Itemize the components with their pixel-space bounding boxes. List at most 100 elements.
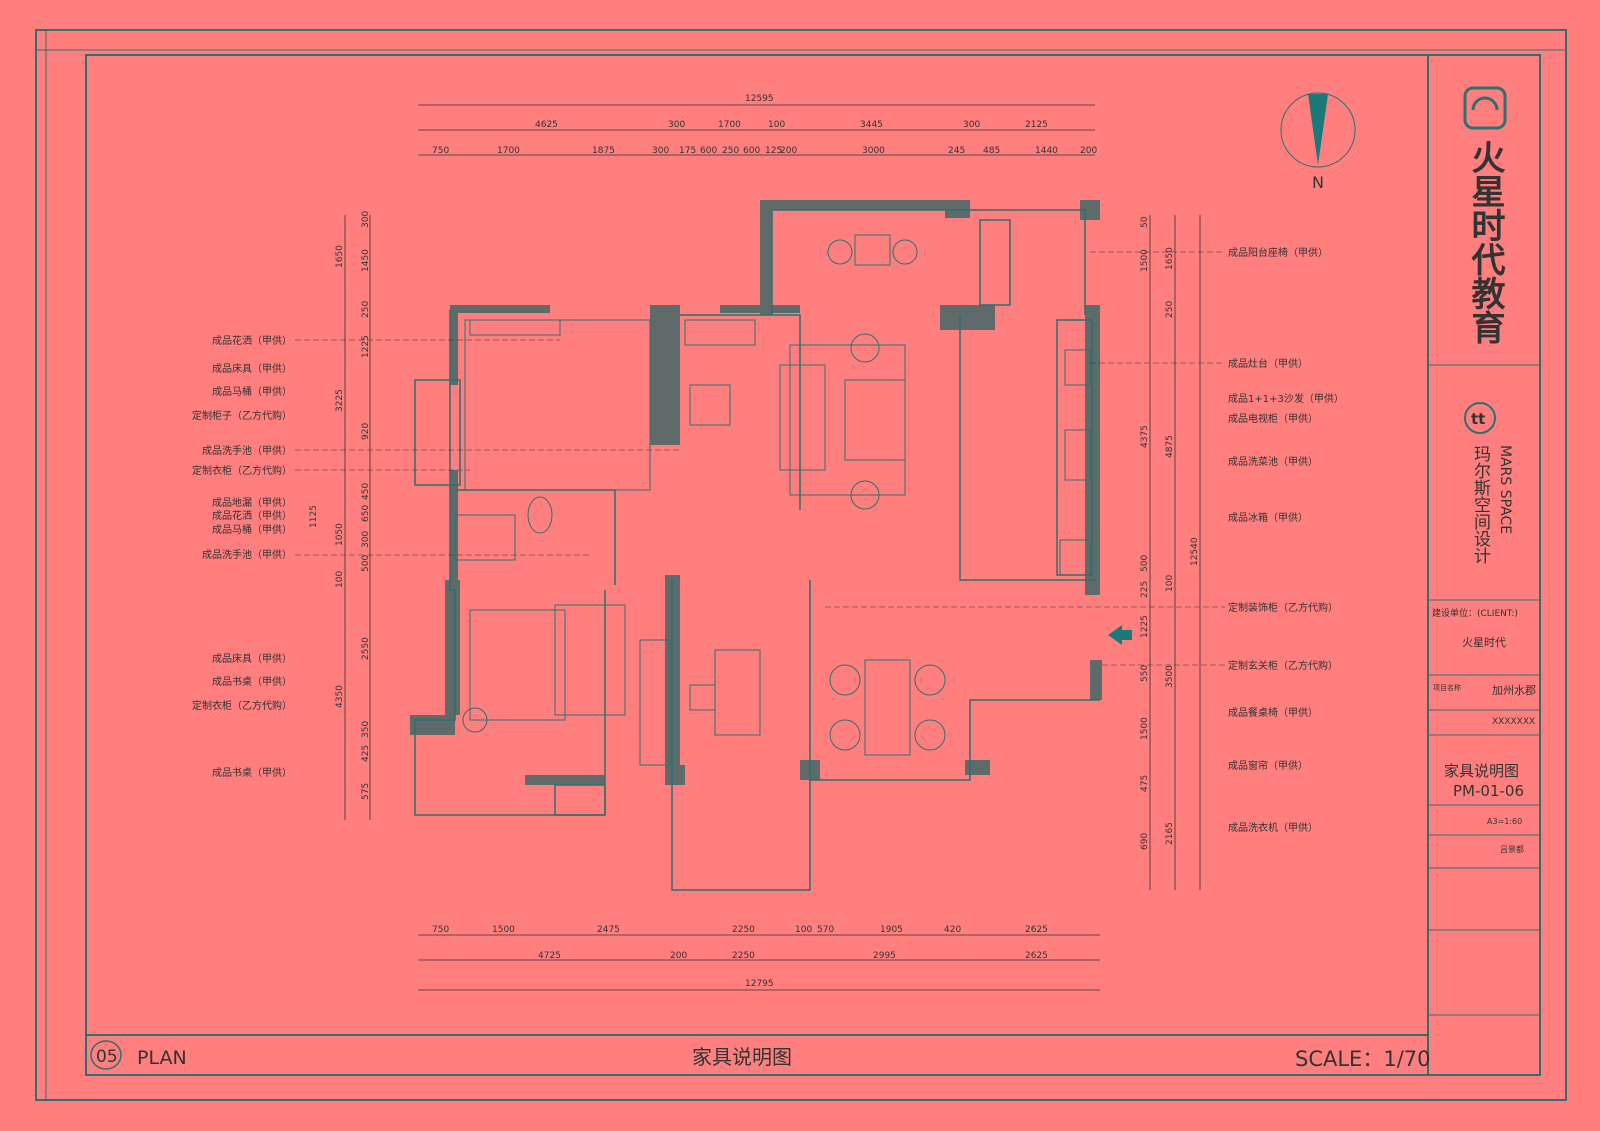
right-label: 成品窗帘（甲供） (1228, 759, 1308, 772)
right-dim: 1650 (1165, 247, 1175, 270)
scale-label: SCALE：1/70 (1295, 1047, 1431, 1071)
right-label: 定制装饰柜（乙方代购） (1228, 601, 1338, 614)
left-label: 成品床具（甲供） (212, 652, 292, 665)
left-dim: 1125 (309, 505, 319, 528)
right-label: 定制玄关柜（乙方代购） (1228, 659, 1338, 672)
drawing-name: 家具说明图 (1444, 762, 1519, 780)
bottom-dim-r1: 750 (432, 925, 449, 935)
north-label: N (1312, 173, 1324, 192)
left-dim: 1050 (335, 523, 345, 546)
right-dim: 3500 (1165, 665, 1175, 688)
company-logo-icon (1463, 86, 1507, 130)
left-dim: 2550 (361, 637, 371, 660)
subproject-value: XXXXXXX (1492, 717, 1535, 727)
right-dimensions: 50 1500 1650 250 4375 4875 500 225 1225 … (1140, 216, 1200, 850)
inner-border (85, 54, 1541, 1076)
top-dim-r2: 600 (700, 146, 717, 156)
left-dim: 100 (335, 571, 345, 588)
left-label: 成品书桌（甲供） (212, 766, 292, 779)
top-dim-r1: 4625 (535, 120, 558, 130)
right-dim: 690 (1140, 833, 1150, 850)
right-dim: 250 (1165, 301, 1175, 318)
footer-title: 家具说明图 (692, 1045, 792, 1069)
studio-name-en: MARS SPACE (1497, 445, 1513, 534)
walls (410, 200, 1102, 785)
right-dim: 4875 (1165, 435, 1175, 458)
bottom-dim-r1: 570 (817, 925, 834, 935)
left-label: 成品洗手池（甲供） (202, 444, 292, 457)
top-dim-r2: 1440 (1035, 146, 1058, 156)
right-dim: 2165 (1165, 822, 1175, 845)
north-arrow-icon (1280, 92, 1356, 168)
left-label: 成品马桶（甲供） (212, 523, 292, 536)
left-label: 成品书桌（甲供） (212, 675, 292, 688)
left-label: 成品花洒（甲供） (212, 509, 292, 522)
left-dim: 3225 (335, 389, 345, 412)
right-furniture-labels: 成品阳台座椅（甲供） 成品灶台（甲供） 成品1+1+3沙发（甲供） 成品电视柜（… (1228, 246, 1344, 834)
left-label: 成品床具（甲供） (212, 362, 292, 375)
top-dim-r1: 1700 (718, 120, 741, 130)
project-value: 加州水郡 (1492, 684, 1536, 697)
bottom-dim-r1: 2250 (732, 925, 755, 935)
bottom-dim-r2: 2250 (732, 951, 755, 961)
bottom-dim-r1: 2475 (597, 925, 620, 935)
left-label: 成品洗手池（甲供） (202, 548, 292, 561)
bottom-dim-r1: 2625 (1025, 925, 1048, 935)
left-dim: 575 (361, 783, 371, 800)
left-dim: 1225 (361, 335, 371, 358)
left-dim: 300 (361, 211, 371, 228)
left-dim: 650 (361, 505, 371, 522)
top-dim-r2: 485 (983, 146, 1000, 156)
drawing-no: PM-01-06 (1453, 782, 1524, 800)
left-label: 成品花洒（甲供） (212, 334, 292, 347)
right-label: 成品洗菜池（甲供） (1228, 455, 1318, 468)
left-dim: 1450 (361, 249, 371, 272)
top-dim-r2: 300 (652, 146, 669, 156)
right-dim: 4375 (1140, 425, 1150, 448)
left-dim: 450 (361, 483, 371, 500)
bottom-dimensions: 750 1500 2475 2250 100 570 1905 420 2625… (432, 925, 1048, 989)
right-dim: 225 (1140, 581, 1150, 598)
studio-name-cn: 玛尔斯空间设计 (1470, 445, 1491, 564)
svg-text:tt: tt (1471, 410, 1485, 428)
right-dim: 1225 (1140, 615, 1150, 638)
client-value: 火星时代 (1462, 636, 1506, 649)
top-dim-r2: 200 (780, 146, 797, 156)
top-dim-r1: 300 (963, 120, 980, 130)
room-outlines (414, 209, 1100, 891)
top-dimensions: 12595 4625 300 1700 100 3445 300 2125 75… (432, 94, 1097, 156)
plan-label: PLAN (137, 1047, 187, 1069)
title-block: 火星时代教育 tt MARS SPACE 玛尔斯空间设计 建设单位：(CLIEN… (1432, 86, 1536, 854)
left-label: 定制柜子（乙方代购） (192, 409, 292, 422)
company-name: 火星时代教育 (1465, 140, 1506, 344)
bottom-dim-r1: 1500 (492, 925, 515, 935)
top-dim-r2: 600 (743, 146, 760, 156)
left-dim: 920 (361, 423, 371, 440)
top-dim-r2: 245 (948, 146, 965, 156)
right-dim: 550 (1140, 665, 1150, 682)
designer-value: 吕景都 (1500, 845, 1524, 854)
bottom-dim-r1: 100 (795, 925, 812, 935)
top-dim-r1: 100 (768, 120, 785, 130)
bottom-dim-r1: 420 (944, 925, 961, 935)
right-dim: 12540 (1190, 537, 1200, 566)
right-label: 成品灶台（甲供） (1228, 357, 1308, 370)
furniture (454, 234, 1091, 766)
footer: 05 PLAN 家具说明图 SCALE：1/70 (90, 1040, 1431, 1071)
top-dim-r1: 300 (668, 120, 685, 130)
right-dim: 1500 (1140, 249, 1150, 272)
right-label: 成品冰箱（甲供） (1228, 511, 1308, 524)
top-dim-r2: 200 (1080, 146, 1097, 156)
top-dim-r1: 2125 (1025, 120, 1048, 130)
outer-border (35, 29, 1567, 1101)
top-dim-overall: 12595 (745, 94, 774, 104)
entrance-arrow-icon (1108, 625, 1122, 645)
bottom-dim-r1: 1905 (880, 925, 903, 935)
right-dim: 50 (1140, 216, 1150, 228)
entrance-arrow-stem (1122, 630, 1132, 640)
right-dim: 500 (1140, 555, 1150, 572)
dimension-lines (344, 104, 1201, 991)
top-dim-r1: 3445 (860, 120, 883, 130)
